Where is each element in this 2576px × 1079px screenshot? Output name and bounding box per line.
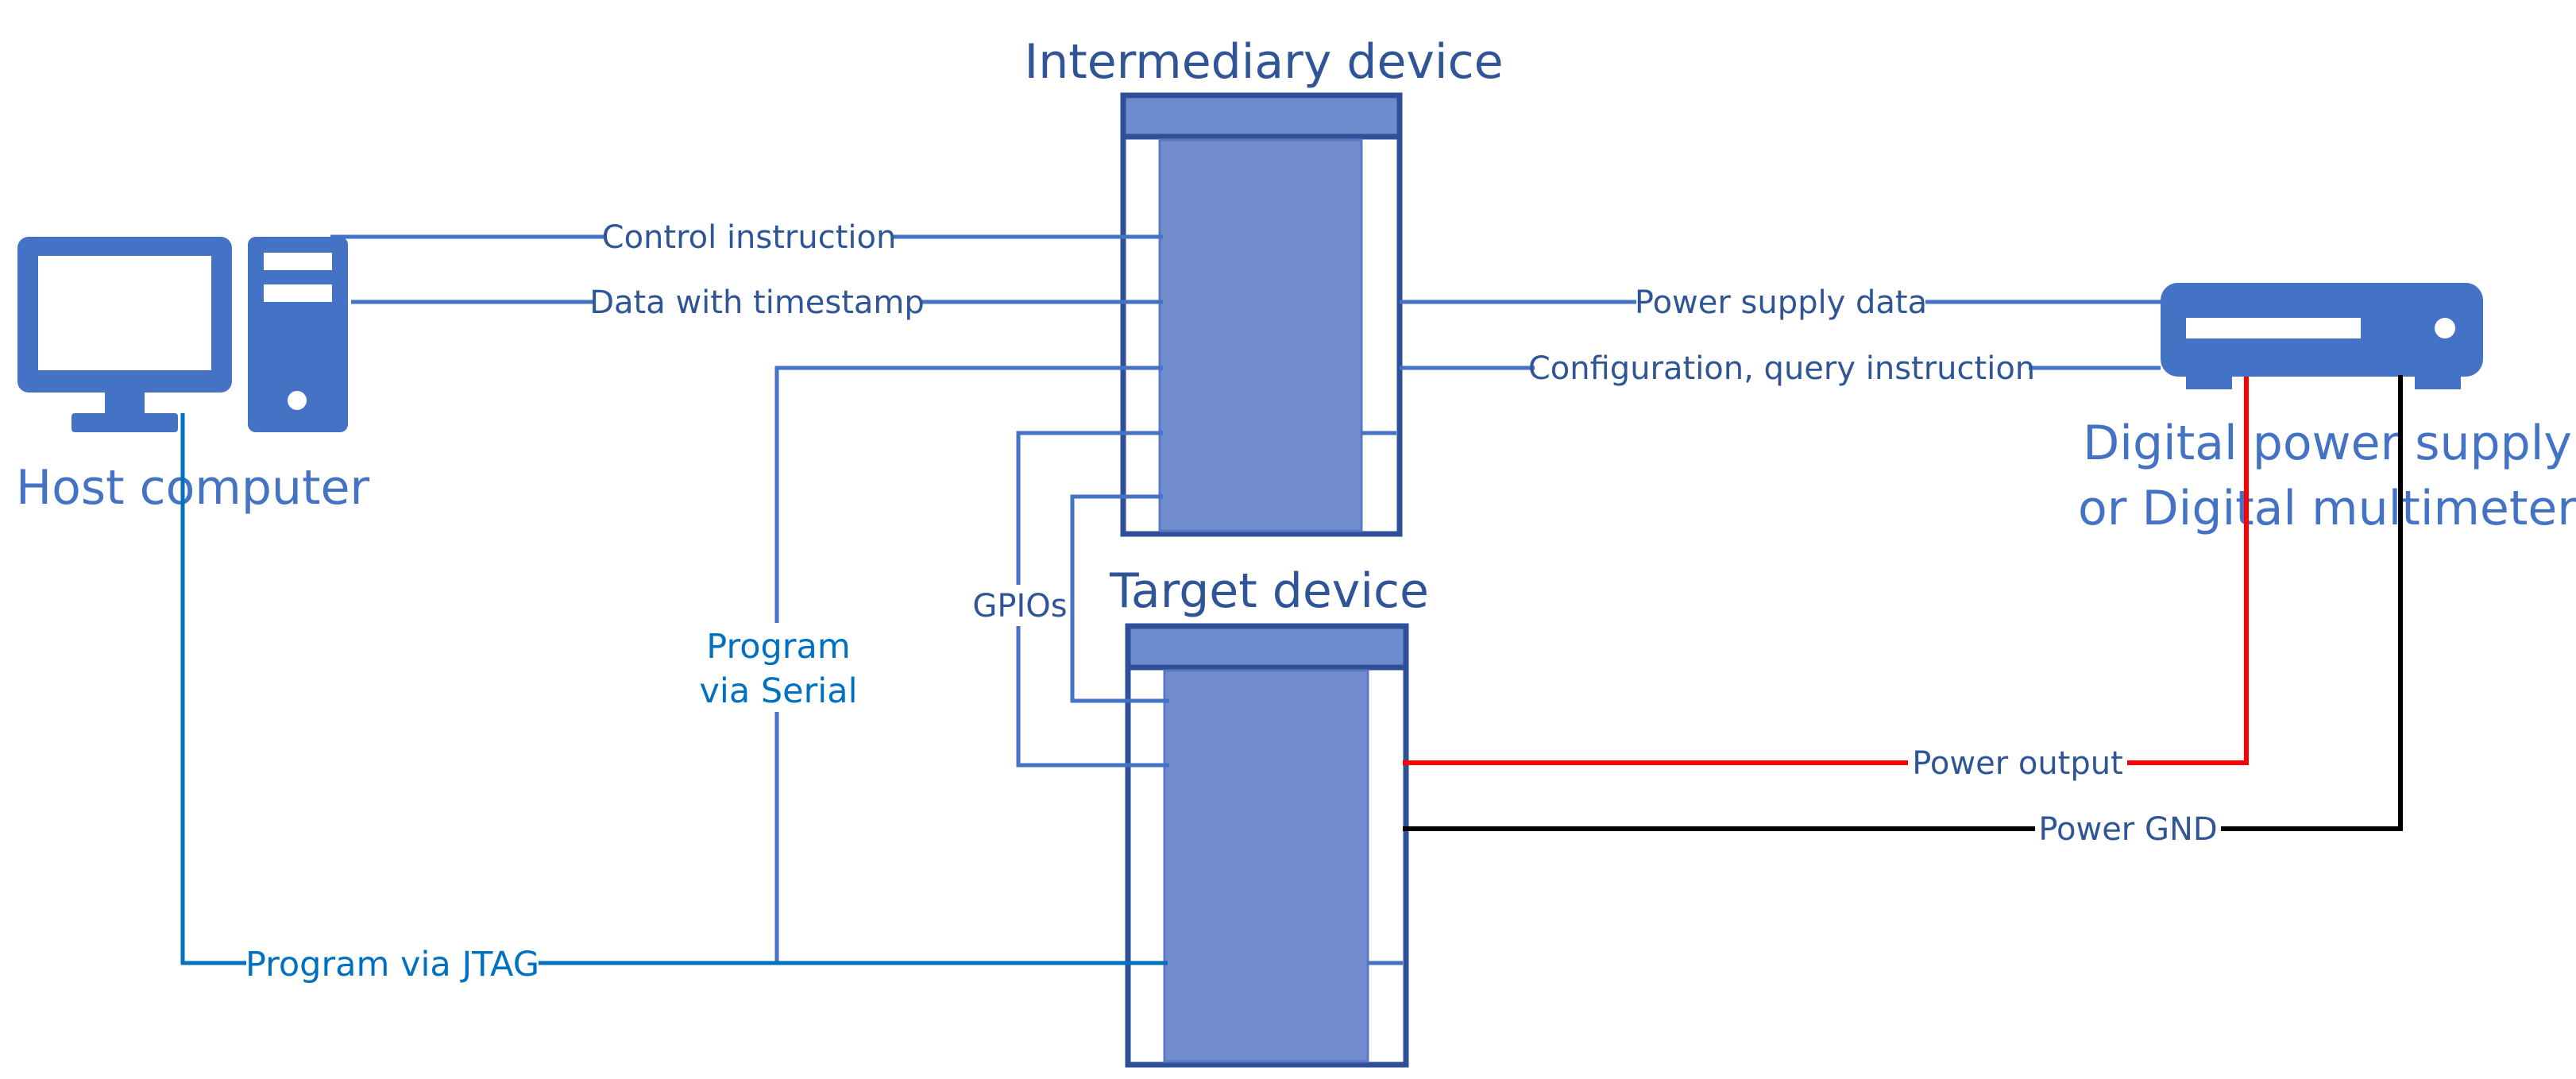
power-gnd-label-bg <box>2035 810 2221 848</box>
intermediary-device-box <box>1120 92 1403 537</box>
target-device-label: Target device <box>1109 563 1429 619</box>
power-supply-icon <box>2161 283 2483 389</box>
program-via-jtag-label-bg <box>246 944 539 984</box>
power-output-label-bg <box>1908 744 2127 782</box>
program-via-jtag-line <box>180 413 1168 965</box>
gpio-line-2 <box>1070 494 1170 703</box>
target-device-box <box>1125 623 1409 1068</box>
program-via-serial-label-line2: via Serial <box>699 671 857 711</box>
configuration-query-label-bg <box>1535 349 2029 387</box>
power-supply-data-label-bg <box>1636 283 1925 321</box>
program-via-serial-line <box>774 365 1163 963</box>
program-via-serial-label-line1: Program <box>706 627 850 667</box>
power-supply-data-label: Power supply data <box>1635 284 1927 321</box>
control-instruction-label-bg <box>605 218 893 256</box>
power-device-label-line2: or Digital multimeter <box>2078 481 2576 536</box>
control-instruction-label: Control instruction <box>602 219 897 256</box>
gpios-label-bg <box>971 585 1069 626</box>
pc-tower-icon <box>248 237 348 432</box>
program-via-jtag-label: Program via JTAG <box>245 945 539 984</box>
host-computer-label: Host computer <box>16 460 369 516</box>
host-computer-icon <box>17 237 348 432</box>
power-gnd-label: Power GND <box>2038 811 2217 848</box>
power-gnd-line <box>1403 374 2403 831</box>
program-via-serial-label-bg <box>704 623 850 712</box>
power-device-label-line1: Digital power supply <box>2083 416 2572 471</box>
intermediary-device-label: Intermediary device <box>1025 34 1504 90</box>
gpios-label: GPIOs <box>972 588 1067 625</box>
power-output-line <box>1402 377 2249 765</box>
data-with-timestamp-label-bg <box>594 283 920 321</box>
power-output-label: Power output <box>1912 745 2123 782</box>
data-with-timestamp-label: Data with timestamp <box>589 284 925 321</box>
configuration-query-label: Configuration, query instruction <box>1528 350 2035 387</box>
monitor-icon <box>17 237 232 432</box>
